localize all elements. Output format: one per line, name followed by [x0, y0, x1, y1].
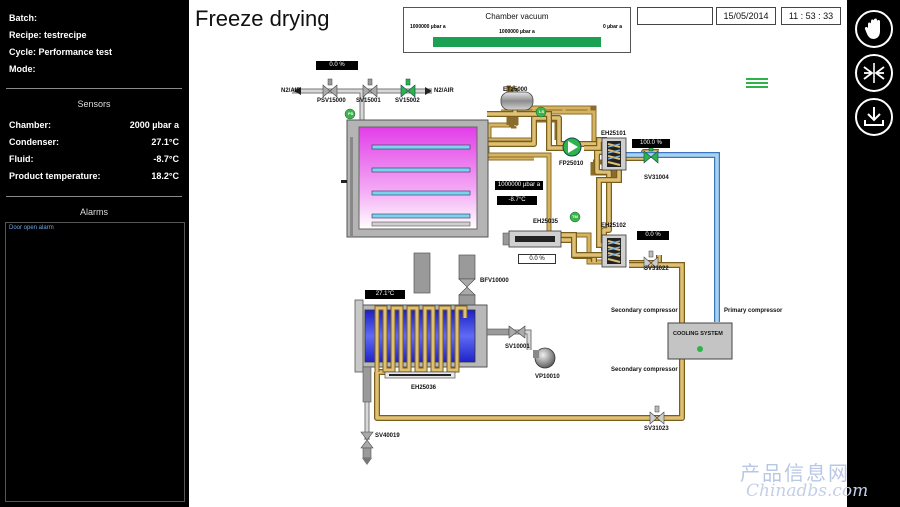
chamber-vacuum-title: Chamber vacuum — [485, 12, 549, 21]
eh25101-exchanger[interactable] — [601, 137, 627, 171]
chamber-vacuum-panel: Chamber vacuum 1000000 µbar a 0 µbar a 1… — [403, 7, 631, 53]
ps-badge-label: PS — [348, 111, 354, 116]
eh25101-label: EH25101 — [601, 131, 627, 137]
date-display: 15/05/2014 — [716, 7, 776, 25]
eh25101-percent: 100.0 % — [632, 139, 670, 148]
merge-arrows-icon — [863, 63, 885, 83]
ls-sensor-badge — [535, 106, 547, 118]
secondary-compressor-label-top: Secondary compressor — [611, 308, 678, 314]
blank-field[interactable] — [637, 7, 713, 25]
sensor-fluid: Fluid:-8.7°C — [9, 154, 179, 164]
cooling-status-led — [697, 346, 703, 352]
hand-icon — [864, 18, 880, 39]
eh25035-heater[interactable] — [502, 230, 562, 248]
sv31004-valve[interactable] — [643, 144, 659, 164]
bfv10000-valve[interactable] — [458, 278, 476, 288]
bfv-column — [458, 254, 476, 280]
n2-air-inlet-right: N2/AIR — [434, 88, 454, 94]
condenser-door — [354, 299, 364, 373]
arrow-icon — [294, 87, 301, 95]
sensors-title: Sensors — [77, 99, 111, 109]
tm-badge-label: TM — [572, 214, 578, 219]
sv15002-label: SV15002 — [395, 98, 420, 104]
sensor-chamber: Chamber:2000 µbar a — [9, 120, 179, 130]
time-display: 11 : 53 : 33 — [781, 7, 841, 25]
sv15001-label: SV15001 — [356, 98, 381, 104]
cooling-system-unit[interactable] — [667, 322, 733, 360]
right-toolbar — [847, 0, 900, 507]
et25000-tank — [500, 91, 534, 111]
psv15000-label: PSV15000 — [317, 98, 346, 104]
eh25036-label: EH25036 — [411, 385, 437, 391]
secondary-compressor-label-bottom: Secondary compressor — [611, 367, 678, 373]
cooling-system-label: COOLING SYSTEM — [673, 331, 723, 337]
page-title: Freeze drying — [195, 6, 330, 31]
chamber-shelves — [371, 144, 471, 227]
vacuum-max-label: 1000000 µbar a — [410, 24, 446, 30]
valve-top-percent: 0.0 % — [316, 61, 358, 70]
vacuum-bar — [433, 37, 601, 47]
psv15000-valve[interactable] — [322, 78, 338, 98]
eh25102-exchanger[interactable] — [601, 234, 627, 268]
sv40019-label: SV40019 — [375, 433, 400, 439]
sv40019-valve[interactable] — [360, 431, 374, 441]
sv31004-label: SV31004 — [644, 175, 669, 181]
chamber-door-hinge — [350, 137, 353, 237]
stop-hand-button[interactable] — [855, 10, 893, 48]
alarm-list[interactable]: Door open alarm — [5, 222, 185, 502]
chamber-pressure-display: 1000000 µbar a — [495, 181, 543, 190]
n2-air-inlet-left: N2/AIR — [281, 88, 301, 94]
chamber-column — [413, 252, 431, 294]
fp25010-label: FP25010 — [559, 161, 584, 167]
sv31023-valve[interactable] — [649, 405, 665, 425]
process-diagram — [292, 77, 768, 465]
tm-sensor-badge — [569, 211, 581, 223]
sv31022-valve[interactable] — [643, 250, 659, 270]
primary-compressor-label: Primary compressor — [724, 308, 783, 314]
vacuum-bar-value: 1000000 µbar a — [499, 29, 535, 35]
sv31022-percent: 0.0 % — [637, 231, 669, 240]
vacuum-min-label: 0 µbar a — [602, 24, 622, 30]
sv15001-valve[interactable] — [362, 78, 378, 98]
bfv10000-label: BFV10000 — [480, 278, 509, 284]
divider — [6, 196, 182, 197]
divider — [6, 88, 182, 89]
chamber-interior — [358, 126, 478, 230]
cycle-label: Cycle: Performance test — [9, 47, 113, 57]
chamber-temp-display: -8.7°C — [497, 196, 537, 205]
eh25102-label: EH25102 — [601, 223, 627, 229]
ls-badge-label: LS — [539, 109, 545, 114]
download-button[interactable] — [855, 98, 893, 136]
download-icon — [864, 107, 884, 126]
watermark-cn: 产品信息网 — [740, 461, 850, 485]
green-striped-indicator — [746, 77, 768, 88]
watermark-en: Chinadbs.com — [746, 481, 869, 501]
eh25035-label: EH25035 — [533, 219, 559, 225]
sensor-condenser: Condenser:27.1°C — [9, 137, 179, 147]
mode-label: Mode: — [9, 64, 36, 74]
sidebar: Batch: Recipe: testrecipe Cycle: Perform… — [0, 0, 188, 507]
et25000-label: ET25000 — [503, 87, 528, 93]
door-handle — [341, 180, 347, 183]
condenser-temp-display: 27.1°C — [365, 290, 405, 299]
vp10010-label: VP10010 — [535, 374, 560, 380]
alarms-title: Alarms — [79, 207, 108, 217]
sv31023-label: SV31023 — [644, 426, 669, 432]
sensor-product-temperature: Product temperature:18.2°C — [9, 171, 179, 181]
sv10001-label: SV10001 — [505, 344, 530, 350]
arrow-icon — [425, 87, 432, 95]
sv10001-valve[interactable] — [508, 325, 518, 339]
watermark: 产品信息网 Chinadbs.com — [740, 457, 900, 507]
sv15002-valve[interactable] — [400, 78, 416, 98]
alarm-item[interactable]: Door open alarm — [9, 225, 54, 231]
eh25035-percent: 0.0 % — [518, 254, 556, 264]
sv31022-label: SV31022 — [644, 266, 669, 272]
pause-merge-button[interactable] — [855, 54, 893, 92]
ps-sensor-badge — [344, 108, 356, 120]
main-panel: Freeze drying Chamber vacuum 1000000 µba… — [189, 0, 847, 507]
recipe-label: Recipe: testrecipe — [9, 30, 87, 40]
batch-label: Batch: — [9, 13, 38, 23]
